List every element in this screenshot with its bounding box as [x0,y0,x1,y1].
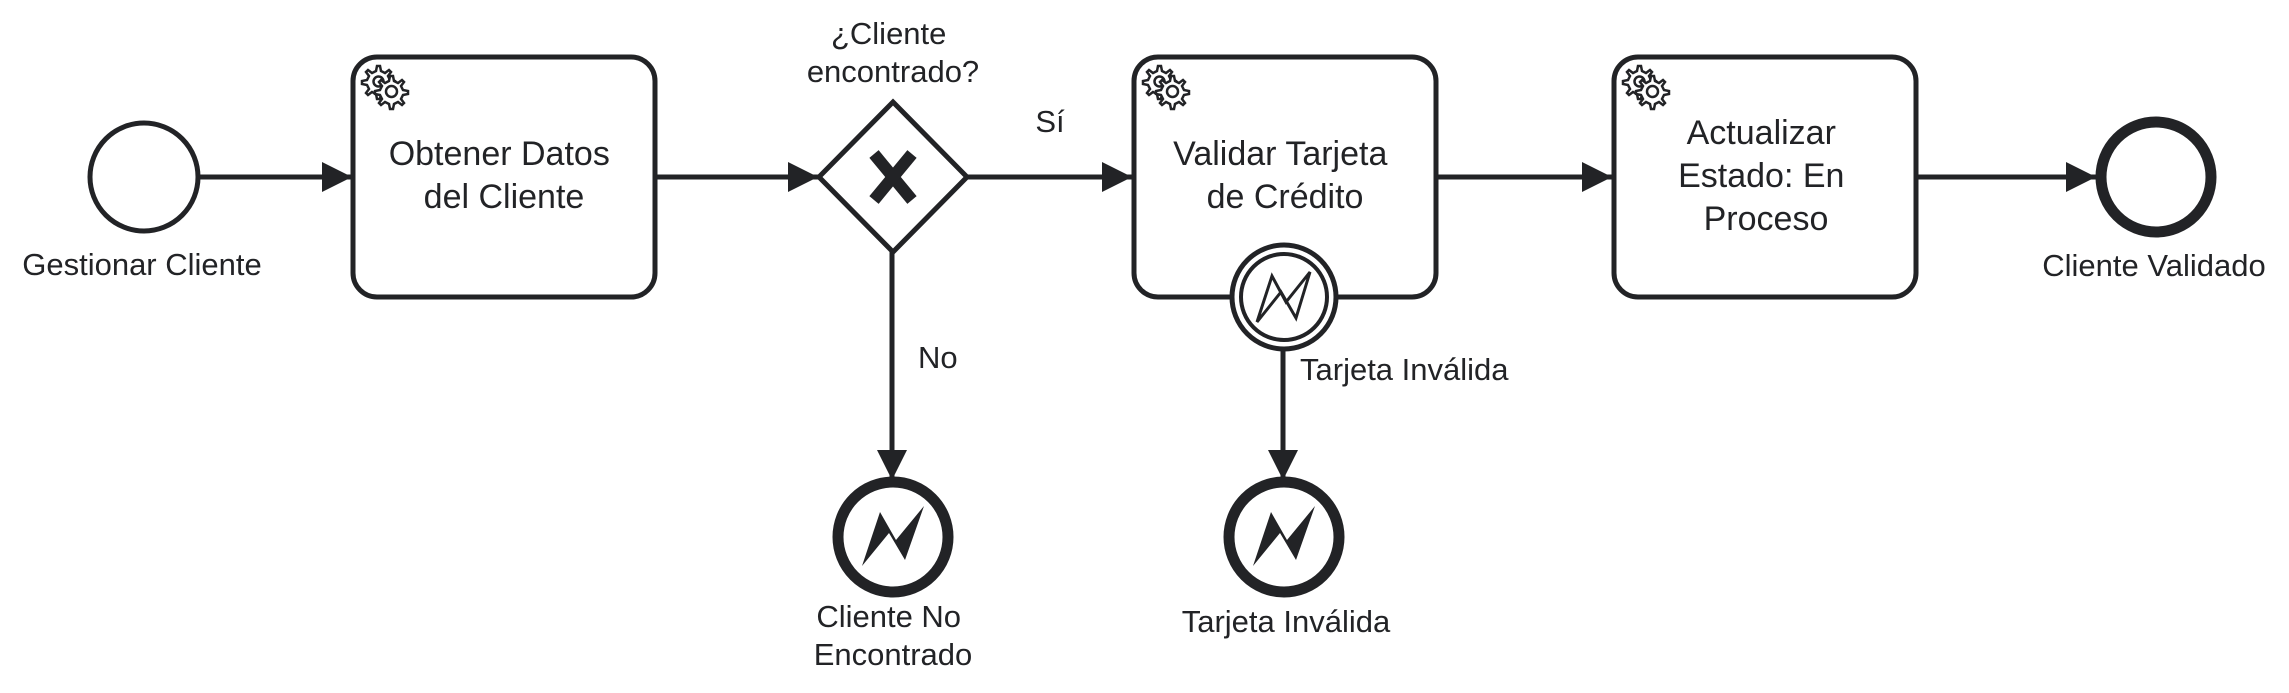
task-obtener-line-2: del Cliente [424,178,585,216]
flow-no-label: No [918,340,958,375]
end-tarjeta-invalida-label: Tarjeta Inválida [1182,604,1391,639]
task-obtener-datos[interactable]: Obtener Datos del Cliente [350,54,658,300]
boundary-error-label: Tarjeta Inválida [1300,352,1509,387]
svg-text:Obtener Datos del Client: Obtener Datos del Cliente [389,135,620,216]
end-no-encontrado-line-1: Cliente No [816,599,961,634]
task-validar-tarjeta[interactable]: Validar Tarjeta de Crédito [1131,54,1439,300]
task-actualizar-line-3: Proceso [1704,200,1829,238]
svg-text:Cliente No Encontrado: Cliente No Encontrado [814,599,973,672]
end-event-tarjeta-invalida[interactable] [1223,476,1345,598]
svg-text:¿Cliente encontrado?: ¿Cliente encontrado? [807,16,979,89]
flow-yes-label: Sí [1035,104,1065,139]
gateway-label-line-2: encontrado? [807,54,979,89]
end-no-encontrado-line-2: Encontrado [814,637,973,672]
task-actualizar-line-1: Actualizar [1687,114,1836,152]
end-event-label: Cliente Validado [2042,248,2265,283]
start-event-label: Gestionar Cliente [22,247,262,282]
lightning-icon [862,506,924,566]
end-event-cliente-validado[interactable] [2095,116,2217,238]
boundary-error-event[interactable] [1229,242,1339,352]
lightning-icon [1255,271,1312,323]
lightning-icon [1253,506,1315,566]
gateway-label-line-1: ¿Cliente [831,16,946,51]
task-actualizar-estado[interactable]: Actualizar Estado: En Proceso [1611,54,1919,300]
sequence-flows [198,162,2096,480]
task-actualizar-line-2: Estado: En [1678,157,1844,195]
exclusive-gateway[interactable] [815,98,971,256]
task-validar-line-2: de Crédito [1207,178,1364,216]
end-event-cliente-no-encontrado[interactable] [832,476,954,598]
svg-text:Actualizar Estado: En: Actualizar Estado: En Proceso [1678,114,1854,238]
x-marker-icon [869,150,917,204]
task-validar-line-1: Validar Tarjeta [1173,135,1387,173]
start-event[interactable] [87,120,201,234]
svg-text:Validar Tarjeta de Crédi: Validar Tarjeta de Crédito [1173,135,1397,216]
task-obtener-line-1: Obtener Datos [389,135,610,173]
